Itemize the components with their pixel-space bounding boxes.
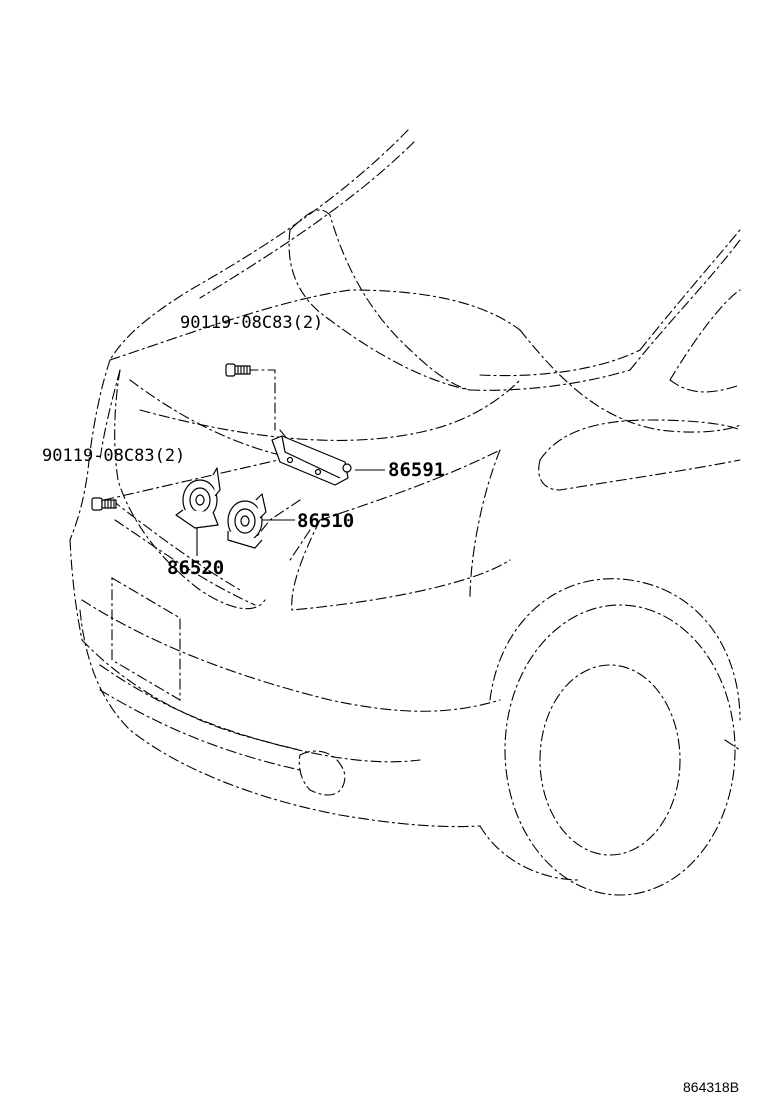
horn-high-icon	[227, 493, 267, 549]
callout-bracket: 86591	[388, 459, 445, 481]
horn-low-icon	[175, 467, 221, 529]
callout-horn-high: 86510	[297, 510, 354, 532]
bolt-upper-icon	[225, 363, 251, 377]
horn-bracket-icon	[271, 435, 352, 486]
callout-horn-low: 86520	[167, 557, 224, 579]
bolt-left-icon	[91, 497, 117, 511]
vehicle-body-outline	[69, 129, 741, 896]
callout-bolt-upper: 90119-08C83(2)	[180, 313, 323, 333]
callout-bolt-left: 90119-08C83(2)	[42, 446, 185, 466]
illustration-code: 864318B	[683, 1079, 739, 1095]
